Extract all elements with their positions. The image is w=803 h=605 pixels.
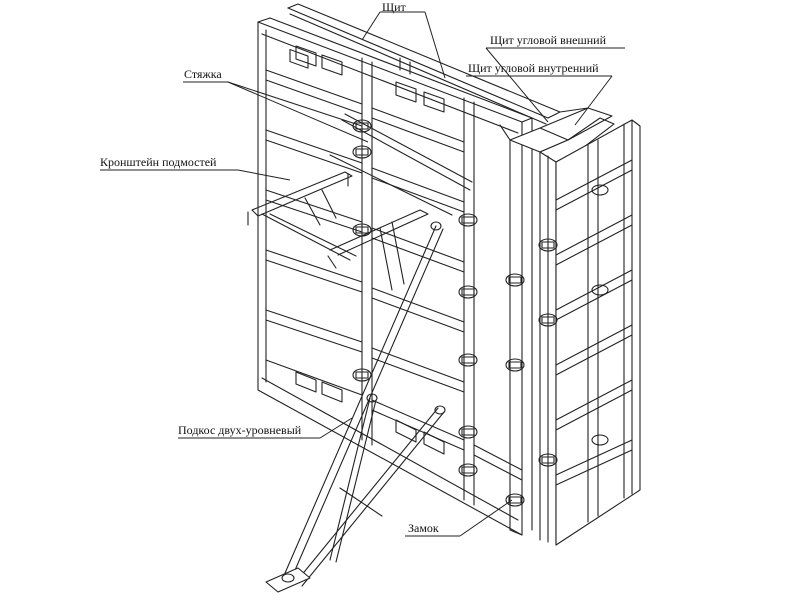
label-lock: Замок <box>408 521 439 535</box>
left-formwork-panel <box>257 17 533 536</box>
tie-rods <box>329 113 473 216</box>
label-shchit: Щит <box>382 0 406 14</box>
scaffold-bracket <box>247 171 429 291</box>
label-corner-inner-panel: Щит угловой внутренний <box>468 61 599 75</box>
leader-lines <box>100 11 625 537</box>
top-rail <box>287 3 561 125</box>
label-scaffold-bracket: Кронштейн подмостей <box>100 155 217 169</box>
label-two-level-prop: Подкос двух-уровневый <box>178 423 302 437</box>
label-corner-outer-panel: Щит угловой внешний <box>490 33 606 47</box>
two-level-prop <box>265 221 446 593</box>
corner-panels <box>499 107 615 546</box>
right-formwork-panel <box>555 119 641 546</box>
clamps <box>352 119 609 507</box>
label-tie-rod: Стяжка <box>184 67 222 81</box>
